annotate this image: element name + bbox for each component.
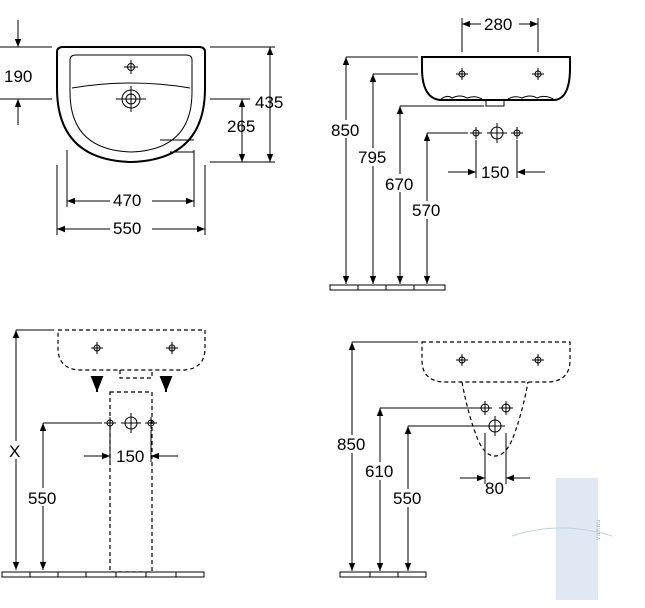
side-tap-hole-right [532, 68, 544, 80]
semi-pedestal-dashed [461, 381, 529, 457]
supply-fittings [478, 401, 513, 436]
dim-150: 150 [116, 447, 144, 466]
semi-pedestal-view: 850 610 550 80 [336, 341, 571, 578]
dim-265: 265 [227, 117, 255, 136]
dim-570: 570 [412, 201, 440, 220]
floor-tiles [1, 571, 205, 578]
tap-hole [124, 60, 138, 74]
dim-150: 150 [481, 163, 509, 182]
dim-x: X [9, 442, 20, 461]
side-tap-hole-left [456, 68, 468, 80]
side-view: 280 850 795 670 570 150 [329, 14, 571, 291]
basin-bowl [69, 54, 193, 153]
supply-fittings [470, 123, 523, 143]
dim-435: 435 [255, 93, 283, 112]
tap-hole-right [166, 342, 178, 354]
svg-text:vannu: vannu [596, 519, 602, 540]
basin-outline [56, 46, 206, 164]
front-view: 190 435 265 470 550 [0, 20, 283, 238]
dim-670: 670 [385, 175, 413, 194]
dim-280: 280 [484, 15, 512, 34]
drain [116, 86, 146, 112]
basin-dashed [421, 341, 571, 383]
dim-610: 610 [365, 462, 393, 481]
dim-795: 795 [358, 148, 386, 167]
basin-side [421, 56, 571, 101]
dim-550: 550 [28, 489, 56, 508]
dim-550: 550 [393, 489, 421, 508]
dim-550: 550 [113, 219, 141, 238]
dim-190: 190 [4, 67, 32, 86]
basin-dashed [57, 329, 206, 371]
floor-tiles [329, 284, 446, 291]
down-arrow-icon [90, 376, 173, 392]
floor-tiles [339, 571, 427, 578]
dim-850: 850 [331, 121, 359, 140]
dim-470: 470 [113, 191, 141, 210]
tap-hole-left [456, 354, 468, 366]
dim-80: 80 [485, 479, 504, 498]
supply-fittings [104, 413, 157, 433]
dim-850: 850 [337, 435, 365, 454]
pedestal-view: X 550 150 [1, 329, 206, 578]
watermark: vannu [511, 478, 613, 600]
tap-hole-right [532, 354, 544, 366]
pedestal-dashed [109, 391, 153, 573]
tap-hole-left [91, 342, 103, 354]
